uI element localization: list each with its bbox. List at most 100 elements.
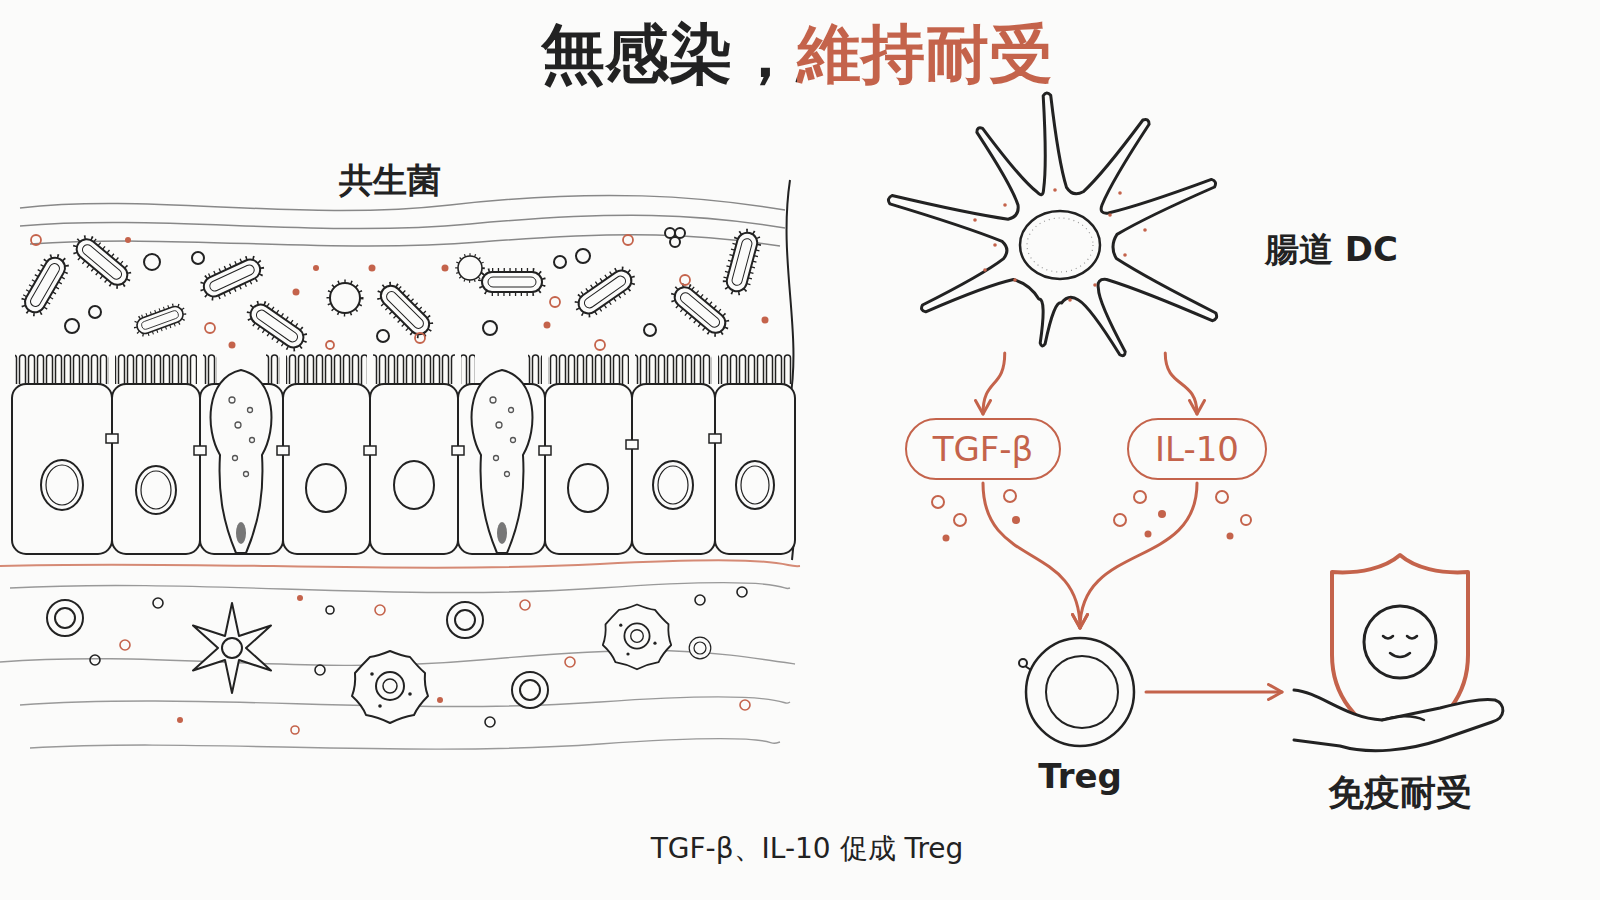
commensal-bacteria-part-part — [544, 322, 551, 329]
cytokine-pill: IL-10 — [1127, 418, 1267, 480]
epithelium-part-part — [718, 352, 792, 384]
lamina-propria-part — [512, 672, 548, 708]
tolerance-node: 免疫耐受 — [1290, 550, 1510, 818]
cytokine-dots-part — [932, 490, 1251, 526]
cell-outline — [1026, 638, 1134, 746]
lamina-propria-part-part — [10, 583, 790, 593]
commensal-bacteria-part-part — [369, 265, 376, 272]
epithelium-part-part — [658, 466, 688, 504]
lamina-propria-part-part — [375, 605, 385, 615]
cytokine-dots — [932, 490, 1251, 542]
epithelium-part-part — [505, 472, 510, 477]
lamina-propria-part — [0, 583, 795, 750]
epithelium-part-part — [539, 446, 551, 455]
lamina-propria-part — [447, 602, 483, 638]
lamina-propria-part-part — [437, 697, 443, 703]
commensal-bacteria-part-part — [205, 323, 215, 333]
epithelium-part-part — [194, 446, 206, 455]
epithelium-part — [236, 522, 507, 544]
commensal-bacteria-part-part — [483, 321, 497, 335]
commensal-bacteria-part-part — [442, 265, 449, 272]
flow-arrow — [983, 353, 1005, 414]
epithelium-part-part — [452, 446, 464, 455]
epithelium-part — [229, 397, 516, 477]
epithelium-part-part — [394, 461, 434, 509]
granule-dot — [1093, 283, 1097, 287]
epithelium-part-part — [115, 352, 197, 384]
epithelium-part-part — [528, 352, 542, 384]
epithelium-part — [46, 465, 769, 509]
cell-label: 腸道 DC — [1265, 227, 1398, 273]
commensal-bacteria-part — [575, 267, 636, 318]
commensal-bacteria-part — [31, 235, 690, 350]
flow-arrow — [983, 483, 1080, 628]
epithelium-part-part — [373, 352, 455, 384]
lamina-propria-part-part — [120, 640, 130, 650]
epithelium-part-part — [741, 466, 769, 504]
cytokine-dots-part-part — [1134, 491, 1146, 503]
cytokine-dots-part-part — [1241, 515, 1251, 525]
granule-dot — [1143, 228, 1147, 232]
epithelium-part-part — [12, 384, 112, 554]
dendritic-cell — [855, 95, 1285, 350]
granule-dot — [1123, 253, 1127, 257]
epithelium-part-part — [472, 370, 533, 553]
lamina-propria-part-part — [177, 717, 183, 723]
epithelium-part-part — [632, 384, 715, 554]
node-label: 免疫耐受 — [1250, 769, 1550, 818]
epithelium-part-part — [136, 466, 176, 514]
cell-nucleus — [1046, 656, 1118, 728]
flow-arrow — [1080, 483, 1197, 628]
epithelium-part — [106, 434, 721, 455]
lamina-propria-part-part — [291, 726, 299, 734]
commensal-bacteria-part — [725, 230, 760, 293]
commensal-bacteria-part-part — [762, 317, 769, 324]
epithelium-part-part — [709, 434, 721, 443]
epithelium-part — [15, 352, 792, 384]
commensal-bacteria-part-part — [229, 342, 236, 349]
node-label: Treg — [980, 756, 1180, 796]
treg-node: Treg — [1020, 632, 1140, 796]
commensal-bacteria-part — [135, 304, 186, 335]
epithelium-part-part — [250, 438, 255, 443]
commensal-bacteria-part-part — [31, 235, 41, 245]
lamina-propria-part — [0, 560, 800, 567]
granule-dot — [973, 218, 977, 222]
diagram-caption: TGF-β、IL-10 促成 Treg — [651, 830, 964, 868]
lamina-propria-part — [603, 605, 671, 670]
epithelium-part-part — [229, 397, 235, 403]
lamina-propria-part-part — [740, 700, 750, 710]
commensal-bacteria-part — [125, 237, 769, 349]
lamina-propria-part-part — [737, 587, 747, 597]
commensal-bacteria-part-part — [680, 275, 690, 285]
epithelium-part-part — [548, 352, 629, 384]
granule-dot — [1053, 188, 1057, 192]
epithelium-part — [41, 460, 774, 514]
epithelium-part-part — [283, 384, 370, 554]
cytokine-dots-part-part — [1158, 510, 1166, 518]
epithelium-part-part — [235, 422, 241, 428]
epithelium-part — [211, 370, 533, 553]
holding-hand — [1294, 690, 1503, 751]
lamina-propria — [0, 560, 800, 749]
lamina-propria-part — [222, 638, 242, 658]
cytokine-dots-part-part — [1012, 516, 1020, 524]
cytokine-dots-part-part — [954, 514, 966, 526]
commensal-bacteria-part-part — [313, 265, 319, 271]
granule-dot — [993, 243, 997, 247]
cytokine-dots-part-part — [1227, 533, 1234, 540]
commensal-bacteria-part — [73, 235, 132, 289]
epithelium-part — [12, 384, 795, 554]
epithelium-part-part — [203, 352, 217, 384]
cytokine-pill: TGF-β — [905, 418, 1062, 480]
lamina-propria-part-part — [565, 657, 575, 667]
commensal-bacteria-part-part — [125, 237, 131, 243]
dendritic-cell-node: 腸道 DC — [855, 95, 1285, 350]
commensal-bacteria-part-part — [89, 306, 101, 318]
granule-dot — [1068, 298, 1072, 302]
cell-nucleus — [1020, 211, 1100, 279]
cytokine-dots-part-part — [1216, 491, 1228, 503]
commensal-bacteria-part — [21, 254, 68, 316]
lamina-propria-part-part — [90, 655, 100, 665]
